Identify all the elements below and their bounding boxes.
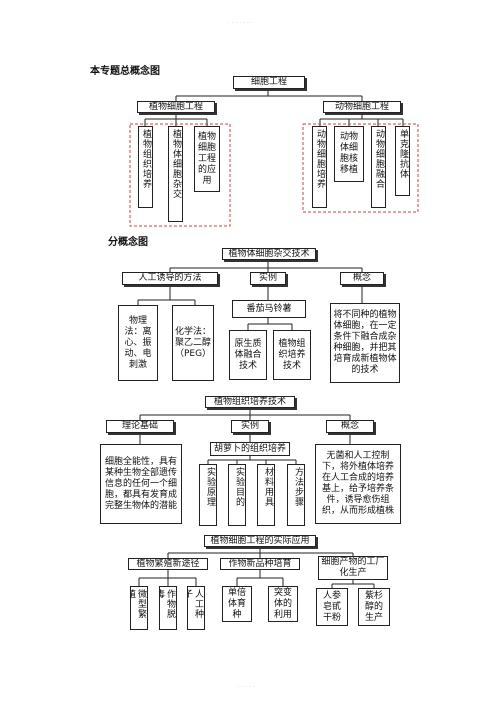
animal-child-node: 动物细胞融合	[371, 126, 386, 208]
application-leaf-node: 突变体的利用	[268, 586, 298, 622]
animal-child-node: 动物体细胞核移植	[334, 126, 364, 182]
animal-child-node: 动物细胞培养	[312, 126, 327, 208]
culture-concept-node: 概念	[326, 420, 374, 433]
culture-title-node: 植物组织培养技术	[205, 396, 295, 408]
fusion-example-node: 实例	[250, 272, 286, 285]
root-node: 细胞工程	[233, 76, 305, 89]
footer-watermark: · · · · ·	[238, 684, 256, 691]
carrot-culture-node: 胡萝卜的组织培养	[210, 442, 290, 456]
culture-sub-node: 方法步骤	[287, 464, 305, 526]
culture-basis-text: 细胞全能性，具有某种生物全部遗传信息的任何一个细胞，都具有发育成完整生物体的潜能	[100, 444, 182, 524]
fusion-concept-text: 将不同种的植物体细胞，在一定条件下融合成杂种细胞，并把其培育成新植物体的技术	[330, 303, 400, 383]
culture-concept-text: 无菌和人工控制下，将外植体培养在人工合成的培养基上，给予培养条件，诱导愈伤组织，…	[315, 444, 401, 524]
animal-branch-node: 动物细胞工程	[323, 101, 401, 113]
culture-example-node: 实例	[231, 420, 269, 433]
header-watermark: · · · · · · ·	[228, 20, 253, 27]
chemical-method-node: 化学法：聚乙二醇（PEG）	[172, 305, 214, 381]
culture-sub-node: 实验原理	[199, 464, 217, 526]
application-branch-node: 细胞产物的工厂化生产	[318, 556, 388, 580]
application-branch-node: 作物新品种培育	[220, 558, 300, 570]
tomato-potato-node: 番茄马铃薯	[232, 300, 306, 318]
application-title-node: 植物细胞工程的实际应用	[204, 535, 316, 547]
plant-child-node: 植物细胞工程的应用	[194, 126, 220, 192]
fusion-method-node: 人工诱导的方法	[122, 272, 218, 285]
application-leaf-node: 作物脱毒	[159, 586, 177, 630]
physical-method-node: 物理法：离心、振动、电刺激	[118, 305, 158, 381]
plant-branch-node: 植物细胞工程	[137, 101, 215, 113]
fusion-title-node: 植物体细胞杂交技术	[222, 248, 316, 260]
section-title: 分概念图	[108, 237, 148, 248]
overview-title: 本专题总概念图	[90, 66, 160, 77]
culture-sub-node: 实验目的	[228, 464, 246, 526]
application-leaf-node: 微型繁殖	[130, 586, 148, 630]
application-leaf-node: 人参皂甙干粉	[316, 588, 348, 626]
animal-child-node: 单克隆抗体	[395, 126, 410, 196]
application-branch-node: 植物繁殖新途径	[128, 558, 208, 570]
culture-sub-node: 材料用具	[257, 464, 275, 526]
application-leaf-node: 紫杉醇的生产	[358, 588, 390, 626]
plant-child-node: 植物组织培养	[138, 126, 153, 208]
culture-basis-node: 理论基础	[106, 420, 174, 433]
tissue-culture-tech-node: 植物组织培养技术	[273, 330, 311, 380]
application-leaf-node: 单倍体育种	[222, 586, 252, 622]
protoplast-fusion-node: 原生质体融合技术	[229, 330, 267, 380]
plant-child-node: 植物体细胞杂交	[168, 126, 183, 222]
application-leaf-node: 人工种子	[187, 586, 205, 630]
fusion-concept-node: 概念	[340, 272, 384, 285]
